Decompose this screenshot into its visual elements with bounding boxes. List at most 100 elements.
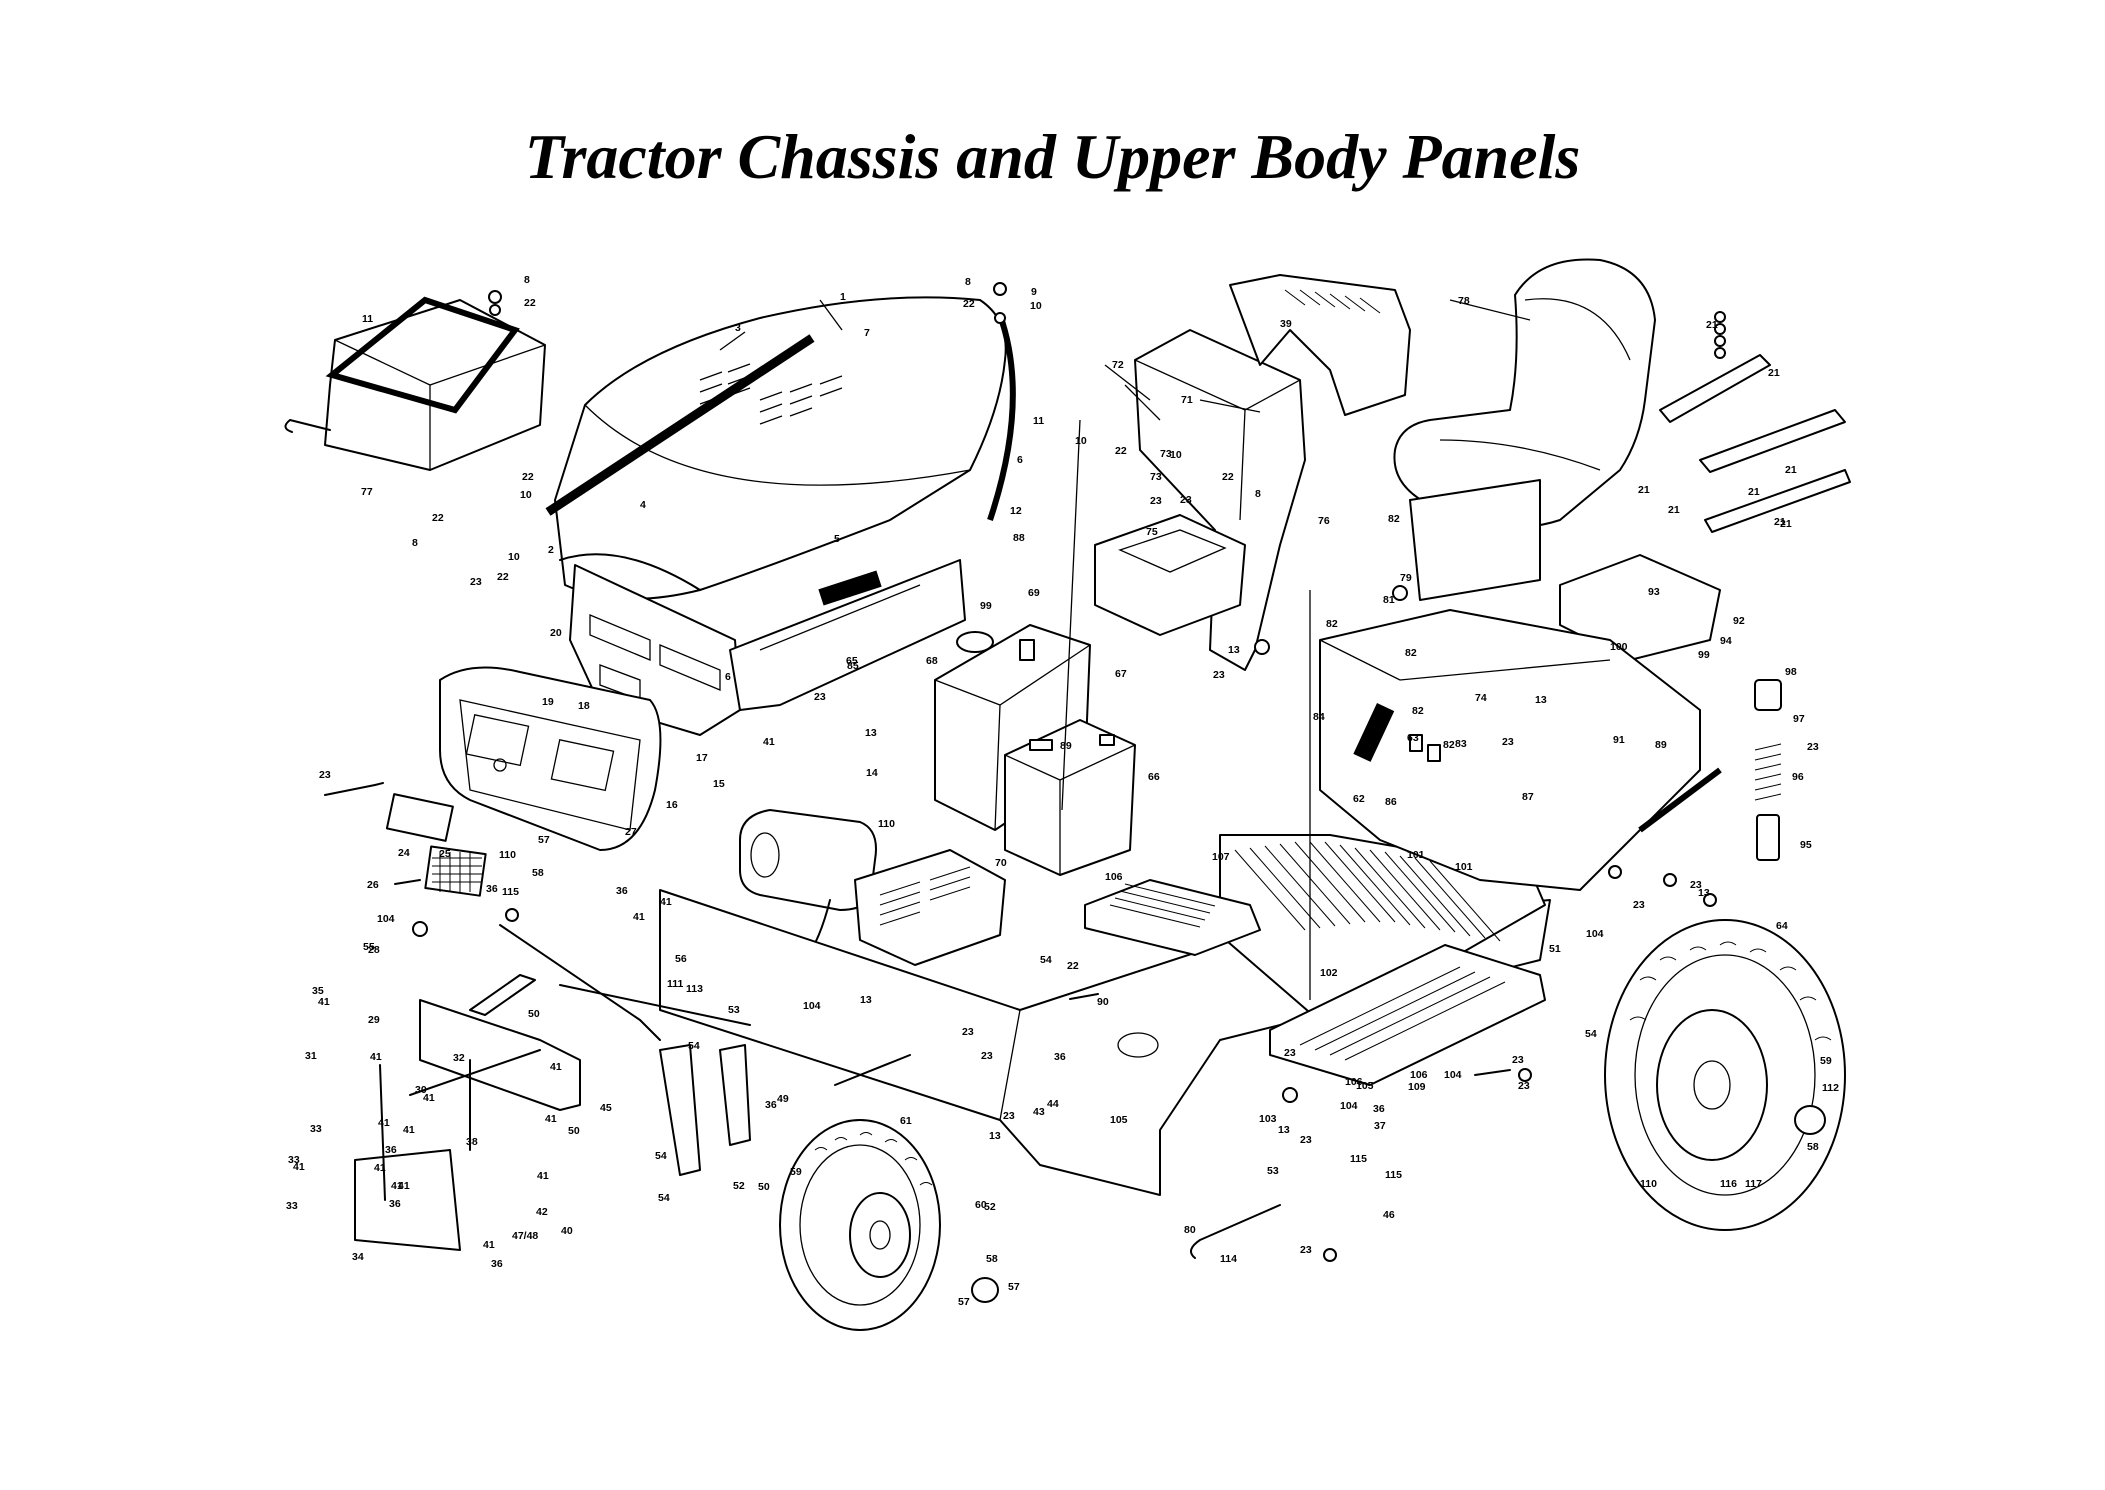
callout: 9 — [1031, 286, 1037, 298]
rear-fender — [1319, 609, 1722, 891]
callout: 52 — [984, 1201, 996, 1213]
callout: 23 — [1150, 495, 1162, 507]
callout: 55 — [363, 941, 375, 953]
callout: 50 — [528, 1008, 540, 1020]
callout: 41 — [398, 1180, 410, 1192]
callout: 8 — [412, 537, 418, 549]
callout: 89 — [1655, 739, 1667, 751]
callout: 105 — [1110, 1114, 1128, 1126]
callout: 72 — [1112, 359, 1124, 371]
callout: 22 — [432, 512, 444, 524]
callout: 110 — [878, 818, 895, 830]
callout: 36 — [1054, 1051, 1066, 1063]
callout: 10 — [520, 489, 532, 501]
callout: 71 — [1181, 394, 1193, 406]
callout: 36 — [385, 1144, 397, 1156]
callout: 104 — [1340, 1100, 1358, 1112]
callout: 110 — [499, 849, 516, 861]
callout: 80 — [1184, 1224, 1196, 1236]
callout: 8 — [524, 274, 530, 286]
callout: 5 — [834, 533, 840, 545]
callout: 82 — [1405, 647, 1417, 659]
callout: 43 — [1033, 1106, 1045, 1118]
front-bumper — [439, 666, 662, 851]
callout: 33 — [286, 1200, 298, 1212]
callout: 60 — [975, 1199, 987, 1211]
callout: 50 — [758, 1181, 770, 1193]
callout: 69 — [1028, 587, 1040, 599]
callout: 41 — [403, 1124, 415, 1136]
callout: 21 — [1638, 484, 1650, 496]
callout: 8 — [1255, 488, 1261, 500]
callout: 13 — [989, 1130, 1001, 1142]
callout: 95 — [1800, 839, 1812, 851]
callout: 14 — [866, 767, 878, 779]
callout: 13 — [1228, 644, 1240, 656]
callout: 21 — [1780, 518, 1792, 530]
callout-labels: 1 2 3 4 5 6 6 7 8 8 8 8 9 10 10 10 10 10… — [286, 274, 1839, 1308]
hood-assembly — [545, 296, 1016, 736]
callout: 13 — [1535, 694, 1547, 706]
callout: 62 — [1353, 793, 1365, 805]
callout: 52 — [733, 1180, 745, 1192]
callout: 12 — [1010, 505, 1022, 517]
callout: 53 — [1267, 1165, 1279, 1177]
callout: 13 — [1278, 1124, 1290, 1136]
callout: 78 — [1458, 295, 1470, 307]
callout: 17 — [696, 752, 708, 764]
callout: 21 — [1668, 504, 1680, 516]
callout: 114 — [1220, 1253, 1237, 1265]
callout: 11 — [1033, 415, 1044, 427]
callout: 104 — [1586, 928, 1604, 940]
callout: 82 — [1388, 513, 1400, 525]
callout: 112 — [1822, 1082, 1839, 1094]
callout: 41 — [660, 896, 672, 908]
callout: 96 — [1792, 771, 1804, 783]
callout: 23 — [1807, 741, 1819, 753]
callout: 22 — [963, 298, 975, 310]
callout: 22 — [1115, 445, 1127, 457]
callout: 36 — [765, 1099, 777, 1111]
hardware — [324, 282, 1726, 1262]
callout: 24 — [398, 847, 410, 859]
callout: 23 — [470, 576, 482, 588]
callout: 67 — [1115, 668, 1127, 680]
footrest-left — [1084, 879, 1261, 956]
callout: 34 — [352, 1251, 364, 1263]
callout: 106 — [1410, 1069, 1428, 1081]
callout: 76 — [1318, 515, 1330, 527]
callout: 45 — [600, 1102, 612, 1114]
callout: 41 — [545, 1113, 557, 1125]
callout: 40 — [561, 1225, 573, 1237]
callout: 44 — [1047, 1098, 1059, 1110]
callout: 10 — [1170, 449, 1182, 461]
callout: 110 — [1640, 1178, 1657, 1190]
callout: 41 — [318, 996, 330, 1008]
callout: 109 — [1408, 1081, 1426, 1093]
callout: 90 — [1097, 996, 1109, 1008]
callout: 19 — [542, 696, 554, 708]
callout: 21 — [1785, 464, 1797, 476]
callout: 111 — [667, 978, 684, 990]
callout: 82 — [1443, 739, 1455, 751]
callout: 28 — [368, 944, 380, 956]
callout: 41 — [550, 1061, 562, 1073]
heat-shield — [854, 849, 1006, 966]
diagram-title: Tractor Chassis and Upper Body Panels — [524, 121, 1581, 192]
callout: 23 — [1518, 1080, 1530, 1092]
callout: 106 — [1345, 1076, 1363, 1088]
callout: 83 — [1455, 738, 1467, 750]
callout: 59 — [1820, 1055, 1832, 1067]
callout: 41 — [633, 911, 645, 923]
callout: 23 — [1180, 494, 1192, 506]
callout: 23 — [962, 1026, 974, 1038]
callout: 23 — [981, 1050, 993, 1062]
callout: 89 — [1060, 740, 1072, 752]
callout: 104 — [1444, 1069, 1462, 1081]
callout: 41 — [763, 736, 775, 748]
callout: 58 — [986, 1253, 998, 1265]
callout: 82 — [1412, 705, 1424, 717]
callout: 2 — [548, 544, 554, 556]
callout: 6 — [725, 671, 731, 683]
callout: 27 — [625, 826, 637, 838]
